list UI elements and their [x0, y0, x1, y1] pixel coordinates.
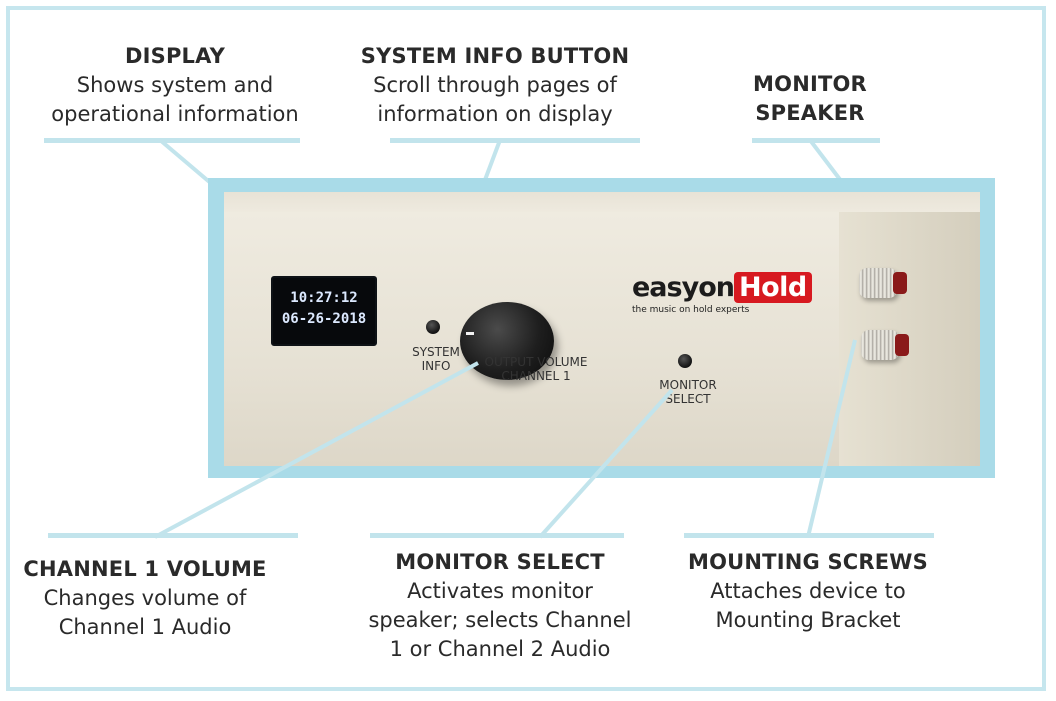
output-volume-knob[interactable]	[460, 302, 554, 380]
callout-display: DISPLAY Shows system and operational inf…	[30, 42, 320, 129]
leader-channel1-volume	[154, 361, 479, 539]
system-info-label: SYSTEM INFO	[412, 345, 460, 373]
outer-frame	[6, 6, 1046, 691]
screw-head-top	[893, 272, 907, 294]
logo-hold: Hold	[733, 272, 812, 303]
callout-mounting-screws-rule	[684, 533, 934, 538]
callout-system-info-rule	[390, 138, 640, 143]
callout-monitor-select-desc: Activates monitor speaker; selects Chann…	[368, 579, 632, 661]
callout-monitor-speaker-rule	[752, 138, 880, 143]
callout-system-info-desc: Scroll through pages of information on d…	[373, 73, 617, 126]
output-volume-label: OUTPUT VOLUME CHANNEL 1	[484, 355, 588, 383]
callout-channel1-title: CHANNEL 1 VOLUME	[23, 557, 267, 581]
logo-easyon: easyon	[632, 272, 735, 303]
callout-system-info-title: SYSTEM INFO BUTTON	[360, 44, 630, 68]
knob-indicator	[466, 332, 474, 335]
oled-time: 10:27:12	[290, 290, 358, 306]
oled-display: 10:27:12 06-26-2018	[271, 276, 377, 346]
callout-monitor-select-rule	[370, 533, 624, 538]
callout-monitor-select: MONITOR SELECT Activates monitor speaker…	[350, 548, 650, 664]
oled-date: 06-26-2018	[281, 311, 367, 327]
callout-channel1-rule	[48, 533, 298, 538]
callout-display-rule	[44, 138, 300, 143]
callout-monitor-select-title: MONITOR SELECT	[395, 550, 605, 574]
mounting-screw-bottom[interactable]	[861, 330, 909, 360]
device-photo: 10:27:12 06-26-2018 SYSTEM INFO OUTPUT V…	[224, 192, 980, 466]
system-info-button[interactable]	[426, 320, 440, 334]
monitor-select-label: MONITOR SELECT	[659, 378, 717, 406]
logo-tagline: the music on hold experts	[632, 305, 750, 315]
callout-display-desc: Shows system and operational information	[51, 73, 299, 126]
callout-mounting-screws-title: MOUNTING SCREWS	[688, 550, 928, 574]
callout-monitor-speaker: MONITOR SPEAKER	[720, 70, 900, 128]
leader-mounting-screws	[806, 339, 857, 538]
mounting-screw-top[interactable]	[859, 268, 907, 298]
callout-monitor-speaker-title: MONITOR SPEAKER	[753, 72, 867, 125]
callout-mounting-screws-desc: Attaches device to Mounting Bracket	[710, 579, 906, 632]
callout-mounting-screws: MOUNTING SCREWS Attaches device to Mount…	[668, 548, 948, 635]
device-side-panel	[839, 212, 980, 466]
leader-monitor-select	[538, 388, 674, 539]
screw-head-bottom	[895, 334, 909, 356]
device-front-panel: 10:27:12 06-26-2018 SYSTEM INFO OUTPUT V…	[224, 212, 839, 466]
callout-channel1-desc: Changes volume of Channel 1 Audio	[43, 586, 247, 639]
callout-system-info: SYSTEM INFO BUTTON Scroll through pages …	[345, 42, 645, 129]
callout-display-title: DISPLAY	[125, 44, 225, 68]
callout-channel1-volume: CHANNEL 1 VOLUME Changes volume of Chann…	[10, 555, 280, 642]
monitor-select-button[interactable]	[678, 354, 692, 368]
